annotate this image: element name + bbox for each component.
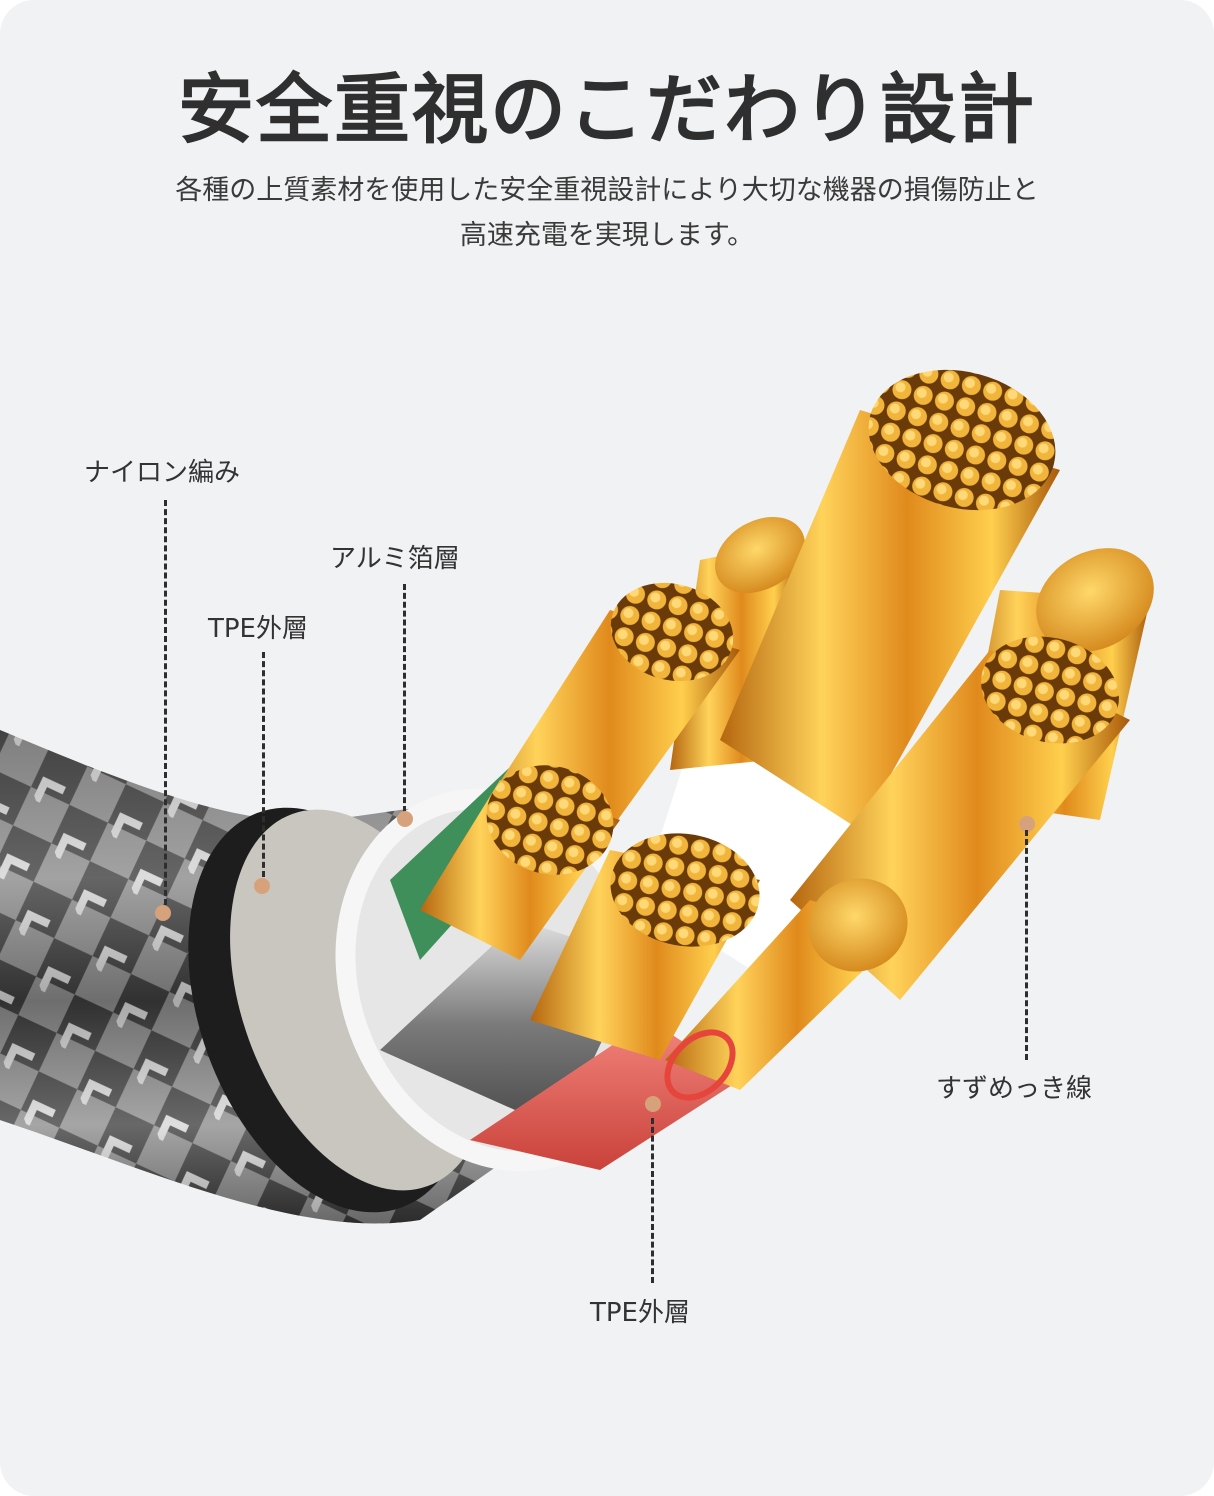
callout-leader-tin-plated-wire: [1025, 830, 1028, 1060]
callout-leader-aluminum-foil: [403, 584, 406, 812]
stranded-copper-top: [868, 369, 1056, 511]
callout-dot-nylon-braid: [155, 905, 171, 921]
callout-dot-tpe-outer-bottom: [645, 1096, 661, 1112]
page-title: 安全重視のこだわり設計: [178, 65, 1036, 154]
page-subtitle: 各種の上質素材を使用した安全重視設計により大切な機器の損傷防止と 高速充電を実現…: [0, 168, 1214, 258]
callout-leader-nylon-braid: [164, 500, 167, 905]
callout-label-tpe-outer-top: TPE外層: [208, 614, 308, 644]
callout-dot-tpe-outer-top: [254, 878, 270, 894]
callout-label-nylon-braid: ナイロン編み: [84, 458, 241, 488]
callout-label-tin-plated-wire: すずめっき線: [936, 1074, 1093, 1104]
callout-label-aluminum-foil: アルミ箔層: [330, 544, 460, 574]
callout-leader-tpe-outer-top: [262, 652, 265, 877]
callout-dot-tin-plated-wire: [1019, 816, 1035, 832]
subtitle-line-1: 各種の上質素材を使用した安全重視設計により大切な機器の損傷防止と: [175, 175, 1039, 206]
subtitle-line-2: 高速充電を実現します。: [459, 220, 755, 251]
callout-leader-tpe-outer-bottom: [651, 1118, 654, 1283]
callout-label-tpe-outer-bottom: TPE外層: [590, 1298, 690, 1328]
callout-dot-aluminum-foil: [397, 811, 413, 827]
